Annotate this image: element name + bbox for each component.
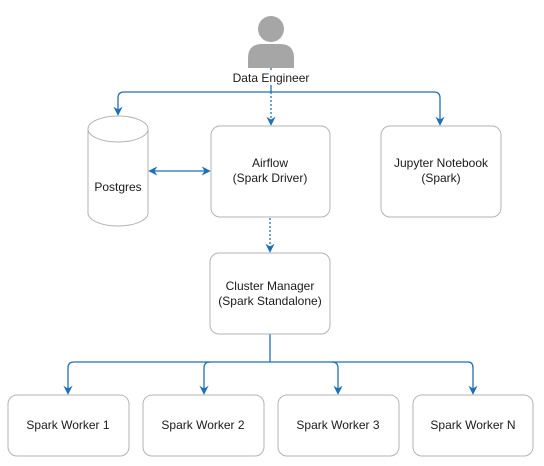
edge-to-worker-n: [467, 361, 478, 395]
airflow-label-line2: (Spark Driver): [233, 171, 308, 185]
postgres-node: Postgres: [87, 115, 149, 227]
edge-to-worker-3: [331, 361, 343, 395]
edge-user-to-jupyter: [433, 91, 445, 126]
database-icon-rim: [87, 128, 149, 143]
edge-user-to-postgres: [113, 91, 125, 116]
data-engineer-label: Data Engineer: [233, 71, 310, 85]
spark-worker-3: Spark Worker 3: [277, 394, 400, 457]
spark-worker-2: Spark Worker 2: [142, 394, 265, 457]
spark-worker-label: Spark Worker 1: [26, 418, 109, 432]
edge-to-worker-2: [199, 361, 211, 395]
spark-worker-1: Spark Worker 1: [7, 394, 130, 457]
jupyter-label-line2: (Spark): [421, 171, 460, 185]
spark-worker-label: Spark Worker 3: [296, 418, 379, 432]
postgres-label: Postgres: [94, 180, 141, 194]
airflow-node: Airflow (Spark Driver): [210, 125, 331, 218]
spark-worker-label: Spark Worker N: [430, 418, 515, 432]
data-engineer-actor: Data Engineer: [230, 16, 312, 85]
edge-to-worker-1: [63, 361, 75, 395]
cluster-manager-label-line1: Cluster Manager: [226, 279, 315, 293]
spark-worker-label: Spark Worker 2: [161, 418, 244, 432]
jupyter-node: Jupyter Notebook (Spark): [380, 125, 502, 218]
spark-worker-n: Spark Worker N: [412, 394, 534, 457]
cluster-manager-node: Cluster Manager (Spark Standalone): [209, 252, 331, 335]
user-icon: [248, 16, 294, 68]
database-icon: [87, 115, 149, 227]
jupyter-label-line1: Jupyter Notebook: [394, 156, 489, 170]
airflow-label-line1: Airflow: [252, 156, 288, 170]
cluster-manager-label-line2: (Spark Standalone): [218, 294, 321, 308]
edges: [63, 68, 478, 395]
